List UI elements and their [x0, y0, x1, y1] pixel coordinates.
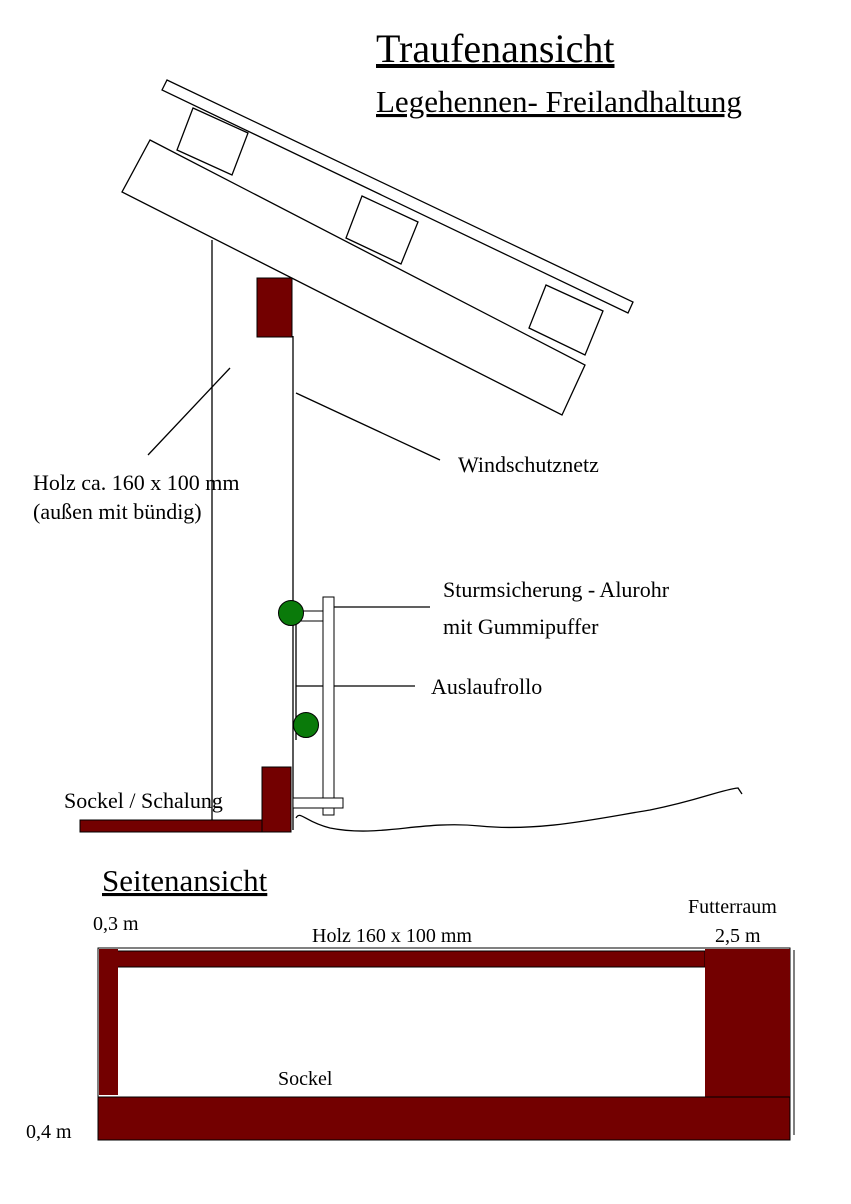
alu-tube-foot: [292, 797, 344, 809]
wall-plate: [256, 277, 293, 338]
roof-panel: [176, 107, 249, 176]
side-top-beam: [114, 950, 706, 968]
roof-slab: [121, 139, 586, 416]
label-wood-1: Holz ca. 160 x 100 mm: [33, 470, 240, 495]
leader-wood: [147, 367, 231, 456]
side-base-label: Sockel: [278, 1068, 333, 1090]
rubber-buffer: [278, 600, 304, 626]
side-base-dim: 0,4 m: [26, 1121, 72, 1143]
roof-batten: [161, 79, 634, 314]
side-left-post: [99, 949, 118, 1095]
side-feed-dim: 2,5 m: [715, 925, 761, 947]
roof-panel: [528, 284, 604, 356]
label-wood-2: (außen mit bündig): [33, 499, 202, 524]
side-feed-room: Futterraum: [688, 896, 777, 918]
side-left-dim: 0,3 m: [93, 913, 139, 935]
rubber-buffer: [293, 712, 319, 738]
label-roller: Auslaufrollo: [431, 674, 542, 699]
side-base: [97, 1096, 791, 1141]
alu-tube-vertical: [322, 596, 335, 816]
side-beam-label: Holz 160 x 100 mm: [312, 925, 472, 947]
label-base: Sockel / Schalung: [64, 788, 223, 813]
label-storm-2: mit Gummipuffer: [443, 614, 599, 639]
roof-panel: [345, 195, 419, 265]
subtitle: Legehennen- Freilandhaltung: [376, 84, 742, 119]
base-slab: [79, 819, 263, 833]
leader-windnet: [295, 392, 441, 461]
side-feed-room-block: [705, 949, 790, 1099]
base-block: [261, 766, 292, 833]
side-view-title: Seitenansicht: [102, 863, 268, 898]
ground-line: [295, 787, 743, 832]
label-storm-1: Sturmsicherung - Alurohr: [443, 577, 670, 602]
title: Traufenansicht: [376, 26, 614, 71]
label-windnet: Windschutznetz: [458, 452, 599, 477]
